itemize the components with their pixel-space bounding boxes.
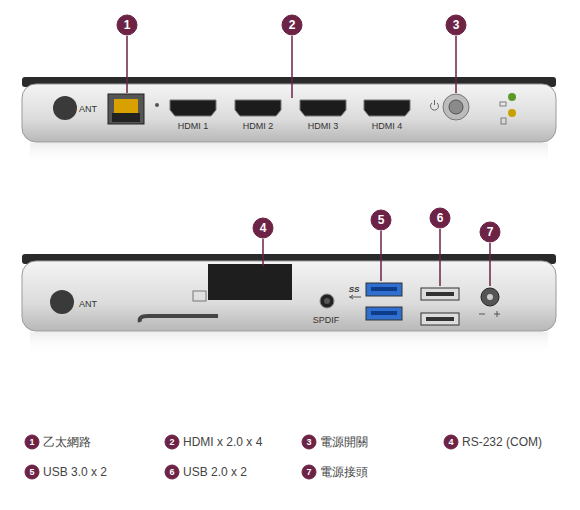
port-label: ANT [79,300,97,309]
legend-text: 電源開關 [320,436,368,448]
rear-panel [22,254,556,354]
legend-number: 7 [306,468,311,477]
legend-text: 電源接頭 [320,466,368,478]
legend-number: 6 [169,468,174,477]
front-panel [22,77,556,165]
legend-text: USB 2.0 x 2 [183,466,247,478]
port-label: HDMI 1 [178,122,209,131]
port-logo: SS [349,286,360,294]
callout-number: 2 [289,19,296,31]
callout-number: 1 [124,19,131,31]
legend-number: 2 [169,438,174,447]
callouts [25,15,500,479]
port-label: HDMI 3 [308,122,339,131]
callout-number: 7 [487,226,494,238]
legend-number: 4 [448,438,453,447]
legend-number: 3 [306,438,311,447]
port-label: SPDIF [313,316,340,325]
port-label: HDMI 4 [372,122,403,131]
legend-number: 1 [29,438,34,447]
callout-number: 6 [437,212,444,224]
legend-text: 乙太網路 [43,436,91,448]
legend-text: RS-232 (COM) [462,436,542,448]
callout-number: 4 [260,222,267,234]
port-label: HDMI 2 [243,122,274,131]
port-label: ANT [79,105,97,114]
callout-number: 5 [378,214,385,226]
callout-number: 3 [453,19,460,31]
legend-number: 5 [29,468,34,477]
legend-text: USB 3.0 x 2 [43,466,107,478]
legend-text: HDMI x 2.0 x 4 [183,436,262,448]
